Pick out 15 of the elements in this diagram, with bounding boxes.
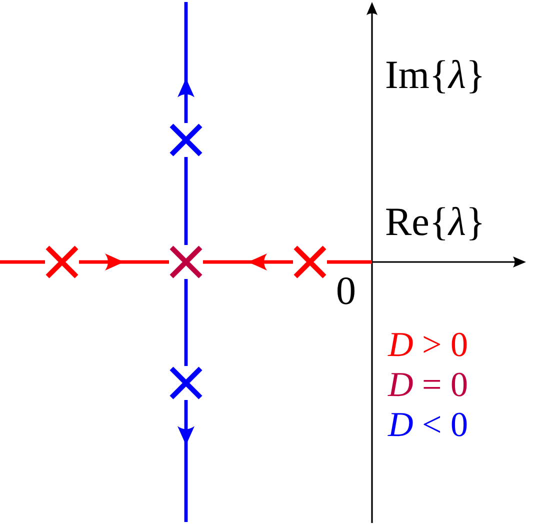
line bbox=[184, 279, 188, 366]
line bbox=[0, 260, 45, 264]
origin-label: 0 bbox=[336, 271, 356, 311]
cross-icon bbox=[45, 245, 79, 279]
legend-label: D = 0 bbox=[388, 367, 468, 402]
cross-icon bbox=[169, 366, 203, 400]
line bbox=[184, 157, 188, 245]
line bbox=[327, 260, 372, 264]
cross-icon bbox=[169, 245, 203, 279]
legend-label: D < 0 bbox=[388, 407, 468, 442]
cross-icon bbox=[293, 245, 327, 279]
cross-icon bbox=[169, 123, 203, 157]
legend-label: D > 0 bbox=[388, 327, 468, 362]
axis-label: Re{λ} bbox=[385, 202, 486, 242]
axis-label: Im{λ} bbox=[385, 55, 486, 95]
